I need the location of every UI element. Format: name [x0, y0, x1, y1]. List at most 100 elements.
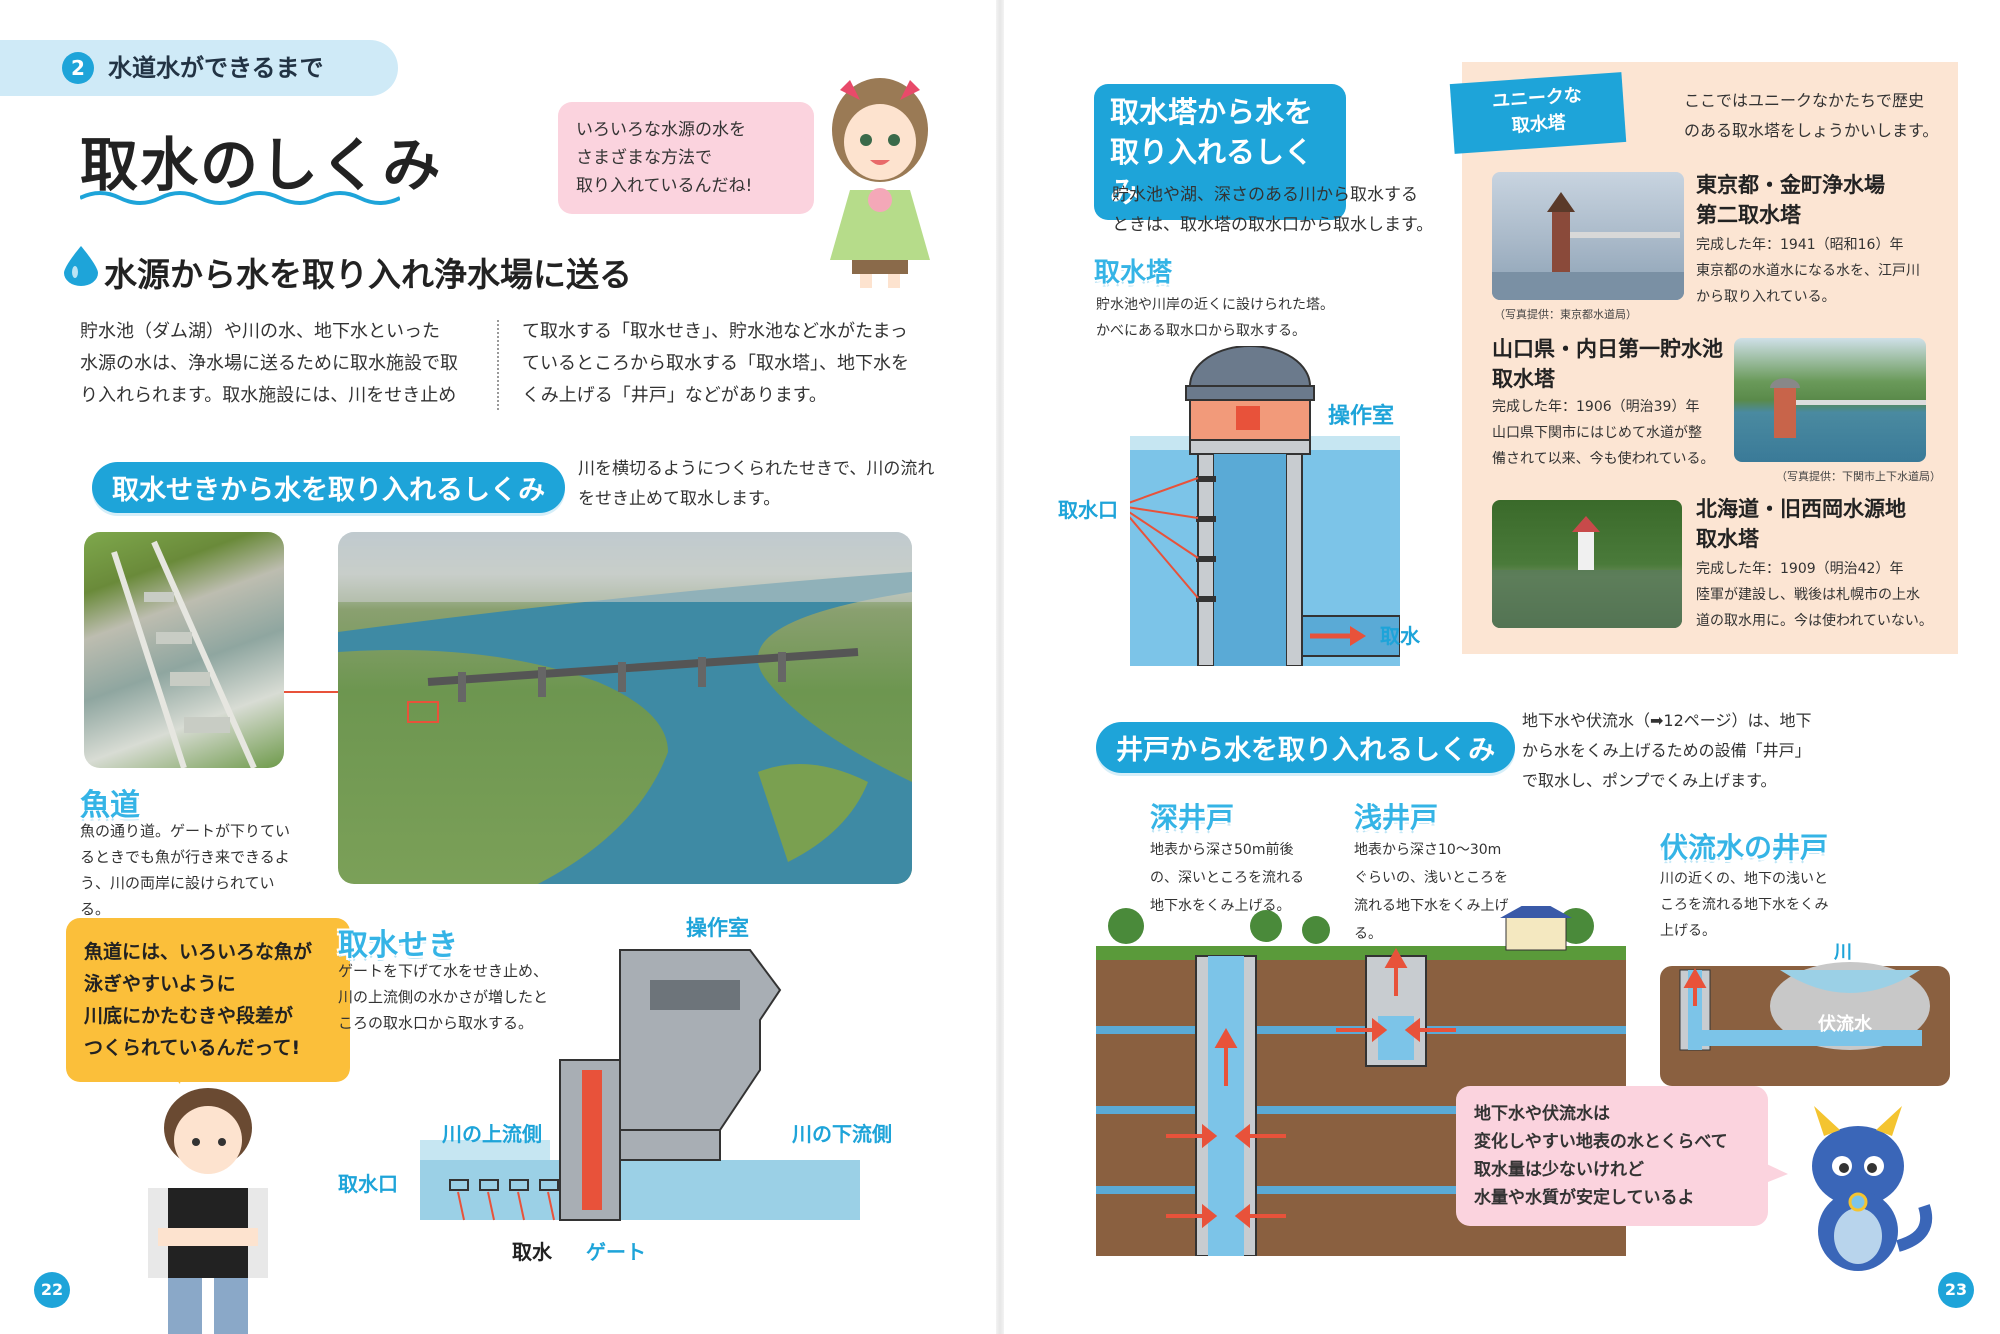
- dragon-speech-line: 地下水や伏流水は: [1474, 1104, 1610, 1124]
- kanamachi-text-line: 完成した年：1941（昭和16）年: [1696, 237, 1904, 253]
- kanamachi-text-line: 東京都の水道水になる水を、江戸川: [1696, 263, 1920, 279]
- nishioka-name: 北海道・旧西岡水源地 取水塔: [1696, 494, 1906, 554]
- tower-description: 貯水池や湖、深さのある川から取水する ときは、取水塔の取水口から取水します。: [1112, 180, 1452, 240]
- deep-desc-line: 地表から深さ50m前後: [1150, 842, 1294, 858]
- kanamachi-tower-illustration: [1492, 192, 1684, 300]
- utsui-tower-photo: [1734, 338, 1926, 462]
- chapter-title: 水道水ができるまで: [108, 54, 324, 82]
- kanamachi-credit: （写真提供：東京都水道局）: [1494, 308, 1637, 321]
- subsurface-well-diagram: [1660, 962, 1950, 1086]
- utsui-text: 完成した年：1906（明治39）年 山口県下関市にはじめて水道が整 備されて以来…: [1492, 394, 1742, 472]
- tower-desc-line: 貯水池や湖、深さのある川から取水する: [1112, 185, 1418, 205]
- fishway-description: 魚の通り道。ゲートが下りてい るときでも魚が行き来できるよ う、川の両岸に設けら…: [80, 818, 300, 922]
- body-line: て取水する「取水せき」、貯水池など水がたまっ: [522, 321, 908, 342]
- aerial-river-illustration: [338, 532, 912, 884]
- subsurface-water-label: 伏流水: [1818, 1014, 1872, 1035]
- utsui-text-line: 山口県下関市にはじめて水道が整: [1492, 425, 1702, 441]
- nishioka-tower-illustration: [1492, 516, 1682, 628]
- nishioka-text: 完成した年：1909（明治42）年 陸軍が建設し、戦後は札幌市の上水 道の取水用…: [1696, 556, 1946, 634]
- river-label: 川: [1834, 942, 1852, 963]
- dragon-speech-line: 変化しやすい地表の水とくらべて: [1474, 1132, 1728, 1152]
- weir-control-room-label: 操作室: [686, 916, 749, 940]
- body-line: ているところから取水する「取水塔」、地下水を: [522, 353, 909, 374]
- gate-label: ゲート: [586, 1240, 646, 1264]
- title-wave-underline: [80, 191, 400, 205]
- nishioka-text-line: 道の取水用に。今は使われていない。: [1696, 613, 1933, 629]
- utsui-name: 山口県・内日第一貯水池 取水塔: [1492, 334, 1723, 394]
- body-line: 貯水池（ダム湖）や川の水、地下水といった: [80, 321, 440, 342]
- page-number-right: 23: [1938, 1272, 1974, 1308]
- weir-explanation-line: ころの取水口から取水する。: [338, 1014, 534, 1032]
- weir-intake-label: 取水口: [338, 1172, 398, 1196]
- nishioka-name-line: 北海道・旧西岡水源地: [1696, 497, 1906, 521]
- subsurface-well-description: 川の近くの、地下の浅いと ころを流れる地下水をくみ 上げる。: [1660, 866, 1870, 944]
- well-description: 地下水や伏流水（➡12ページ）は、地下 から水をくみ上げるための設備「井戸」 で…: [1522, 706, 1842, 796]
- dragon-speech-tail: [1758, 1160, 1788, 1186]
- section-body-right: て取水する「取水せき」、貯水池など水がたまっ ているところから取水する「取水塔」…: [522, 316, 942, 412]
- girl-character-illustration: [830, 78, 930, 288]
- kanamachi-name-line: 第二取水塔: [1696, 203, 1801, 227]
- unique-ribbon: ユニークな 取水塔: [1449, 72, 1627, 154]
- kanamachi-name-line: 東京都・金町浄水場: [1696, 173, 1885, 197]
- unique-intro-line: のある取水塔をしょうかいします。: [1684, 121, 1939, 140]
- subsurface-desc-line: 上げる。: [1660, 923, 1716, 939]
- utsui-name-line: 取水塔: [1492, 367, 1555, 391]
- section-body-left: 貯水池（ダム湖）や川の水、地下水といった 水源の水は、浄水場に送るために取水施設…: [80, 316, 480, 412]
- water-drop-icon: [64, 246, 98, 286]
- nishioka-name-line: 取水塔: [1696, 527, 1759, 551]
- utsui-name-line: 山口県・内日第一貯水池: [1492, 337, 1723, 361]
- boy-speech-bubble: 魚道には、いろいろな魚が 泳ぎやすいように 川底にかたむきや段差が つくられてい…: [66, 918, 350, 1082]
- tower-desc-line: ときは、取水塔の取水口から取水します。: [1112, 215, 1434, 235]
- dragon-speech-line: 取水量は少ないけれど: [1474, 1160, 1644, 1180]
- tower-pill-line: 取水塔から水を: [1110, 95, 1314, 129]
- utsui-tower-illustration: [1770, 378, 1926, 438]
- well-desc-line: から水をくみ上げるための設備「井戸」: [1522, 741, 1811, 760]
- weir-diagram: [420, 949, 860, 1221]
- weir-description: 川を横切るようにつくられたせきで、川の流れ をせき止めて取水します。: [578, 454, 938, 514]
- unique-intro: ここではユニークなかたちで歴史 のある取水塔をしょうかいします。: [1684, 86, 1952, 146]
- girl-speech-line: いろいろな水源の水を: [576, 120, 746, 140]
- boy-speech-tail: [158, 1058, 184, 1084]
- chapter-number: 2: [62, 52, 94, 84]
- unique-intro-line: ここではユニークなかたちで歴史: [1684, 91, 1925, 110]
- shallow-well-description: 地表から深さ10～30m ぐらいの、浅いところを 流れる地下水をくみ上げ る。: [1354, 836, 1554, 948]
- kanamachi-tower-photo: [1492, 172, 1684, 300]
- page-title: 取水のしくみ: [80, 131, 443, 199]
- dragon-speech-bubble: 地下水や伏流水は 変化しやすい地表の水とくらべて 取水量は少ないけれど 水量や水…: [1456, 1086, 1768, 1226]
- section-title: 水源から水を取り入れ浄水場に送る: [104, 255, 632, 294]
- fishway-desc-line: う、川の両岸に設けられている。: [80, 874, 275, 918]
- shallow-desc-line: 流れる地下水をくみ上げ: [1354, 898, 1509, 914]
- weir-explanation: ゲートを下げて水をせき止め、 川の上流側の水かさが増したと ころの取水口から取水…: [338, 958, 598, 1036]
- body-line: 水源の水は、浄水場に送るために取水施設で取: [80, 353, 458, 374]
- tower-control-room-label: 操作室: [1328, 404, 1395, 429]
- page-number-left: 22: [34, 1272, 70, 1308]
- intake-tower-diagram: [1130, 346, 1400, 666]
- well-section-pill: 井戸から水を取り入れるしくみ: [1096, 722, 1516, 773]
- deep-well-label: 深井戸: [1150, 801, 1235, 834]
- deep-well-description: 地表から深さ50m前後 の、深いところを流れる 地下水をくみ上げる。: [1150, 836, 1350, 920]
- weir-water-in-label: 取水: [512, 1240, 552, 1264]
- tower-section-pill: 取水塔から水を 取り入れるしくみ: [1094, 84, 1346, 220]
- upstream-label: 川の上流側: [442, 1122, 542, 1146]
- deep-desc-line: の、深いところを流れる: [1150, 870, 1304, 886]
- tower-label: 取水塔: [1094, 258, 1173, 288]
- fishway-steps-illustration: [111, 540, 257, 768]
- nishioka-text-line: 陸軍が建設し、戦後は札幌市の上水: [1696, 587, 1920, 603]
- weir-desc-line: をせき止めて取水します。: [578, 489, 781, 509]
- girl-speech-line: さまざまな方法で: [576, 148, 712, 168]
- fishway-desc-line: るときでも魚が行き来できるよ: [80, 848, 290, 866]
- tower-label-desc-line: かべにある取水口から取水する。: [1096, 323, 1306, 339]
- boy-speech-line: 川底にかたむきや段差が: [84, 1005, 294, 1027]
- weir-explanation-line: ゲートを下げて水をせき止め、: [338, 962, 549, 980]
- kanamachi-text-line: から取り入れている。: [1696, 289, 1836, 305]
- utsui-text-line: 備されて以来、今も使われている。: [1492, 451, 1715, 467]
- well-desc-line: 地下水や伏流水（➡12ページ）は、地下: [1522, 711, 1812, 730]
- boy-character-illustration: [148, 1088, 268, 1334]
- girl-speech-line: 取り入れているんだね!: [576, 176, 753, 196]
- weir-aerial-photo: [338, 532, 912, 884]
- kanamachi-name: 東京都・金町浄水場 第二取水塔: [1696, 170, 1885, 230]
- body-line: り入れられます。取水施設には、川をせき止め: [80, 385, 457, 406]
- weir-explanation-line: 川の上流側の水かさが増したと: [338, 988, 549, 1006]
- utsui-text-line: 完成した年：1906（明治39）年: [1492, 399, 1700, 415]
- kanamachi-text: 完成した年：1941（昭和16）年 東京都の水道水になる水を、江戸川 から取り入…: [1696, 232, 1946, 310]
